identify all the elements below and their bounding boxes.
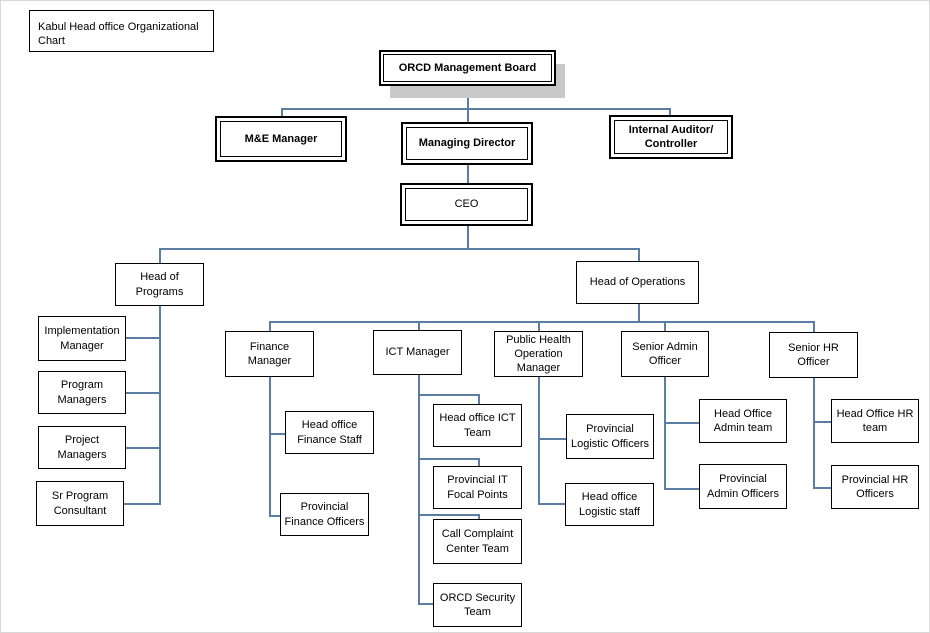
connector-line	[478, 394, 480, 404]
org-node-provincial-it-focal-points: Provincial IT Focal Points	[433, 466, 522, 509]
connector-line	[538, 438, 566, 440]
connector-line	[664, 488, 699, 490]
org-node-public-health-operation-manager: Public Health Operation Manager	[494, 331, 583, 377]
org-node-head-office-admin-team: Head Office Admin team	[699, 399, 787, 443]
connector-line	[664, 377, 666, 489]
org-node-ict-manager: ICT Manager	[373, 330, 462, 375]
connector-line	[126, 392, 159, 394]
org-node-provincial-admin-officers: Provincial Admin Officers	[699, 464, 787, 509]
org-node-managing-director: Managing Director	[401, 122, 533, 165]
org-node-provincial-hr-officers: Provincial HR Officers	[831, 465, 919, 509]
connector-line	[467, 226, 469, 248]
connector-line	[418, 394, 478, 396]
connector-line	[478, 458, 480, 466]
org-node-finance-manager: Finance Manager	[225, 331, 314, 377]
connector-line	[664, 422, 699, 424]
org-node-head-office-hr-team: Head Office HR team	[831, 399, 919, 443]
connector-line	[269, 377, 271, 516]
org-node-implementation-manager: Implementation Manager	[38, 316, 126, 361]
connector-line	[269, 321, 271, 331]
org-node-head-of-operations: Head of Operations	[576, 261, 699, 304]
org-node-orcd-security-team: ORCD Security Team	[433, 583, 522, 627]
connector-line	[467, 108, 469, 122]
org-node-provincial-logistic-officers: Provincial Logistic Officers	[566, 414, 654, 459]
org-node-provincial-finance-officers: Provincial Finance Officers	[280, 493, 369, 536]
org-node-head-office-logistic-staff: Head office Logistic staff	[565, 483, 654, 526]
connector-line	[126, 447, 159, 449]
connector-line	[269, 433, 285, 435]
connector-line	[269, 515, 280, 517]
connector-line	[418, 514, 478, 516]
connector-line	[159, 248, 640, 250]
connector-line	[538, 321, 540, 331]
connector-line	[159, 248, 161, 263]
connector-line	[664, 321, 666, 331]
org-node-sr-program-consultant: Sr Program Consultant	[36, 481, 124, 526]
connector-line	[418, 458, 478, 460]
connector-line	[538, 377, 540, 505]
org-node-senior-hr-officer: Senior HR Officer	[769, 332, 858, 378]
org-node-call-complaint-center-team: Call Complaint Center Team	[433, 519, 522, 564]
org-node-senior-admin-officer: Senior Admin Officer	[621, 331, 709, 377]
connector-line	[638, 248, 640, 261]
connector-line	[418, 603, 433, 605]
connector-line	[813, 378, 815, 488]
connector-line	[813, 321, 815, 332]
connector-line	[269, 321, 815, 323]
org-node-ceo: CEO	[400, 183, 533, 226]
connector-line	[418, 321, 420, 330]
org-node-internal-auditor-controller: Internal Auditor/ Controller	[609, 115, 733, 159]
connector-line	[813, 487, 831, 489]
org-node-me-manager: M&E Manager	[215, 116, 347, 162]
org-node-head-office-ict-team: Head office ICT Team	[433, 404, 522, 447]
connector-line	[467, 86, 469, 108]
connector-line	[669, 108, 671, 115]
connector-line	[126, 337, 159, 339]
chart-title: Kabul Head office Organizational Chart	[29, 10, 214, 52]
connector-line	[813, 421, 831, 423]
org-node-project-managers: Project Managers	[38, 426, 126, 469]
org-node-head-office-finance-staff: Head office Finance Staff	[285, 411, 374, 454]
connector-line	[467, 165, 469, 183]
connector-line	[478, 514, 480, 519]
org-node-head-of-programs: Head of Programs	[115, 263, 204, 306]
connector-line	[159, 306, 161, 505]
connector-line	[638, 304, 640, 321]
org-node-program-managers: Program Managers	[38, 371, 126, 414]
org-node-orcd-management-board: ORCD Management Board	[379, 50, 556, 86]
connector-line	[281, 108, 671, 110]
connector-line	[418, 375, 420, 605]
connector-line	[281, 108, 283, 116]
connector-line	[538, 503, 565, 505]
connector-line	[124, 503, 159, 505]
